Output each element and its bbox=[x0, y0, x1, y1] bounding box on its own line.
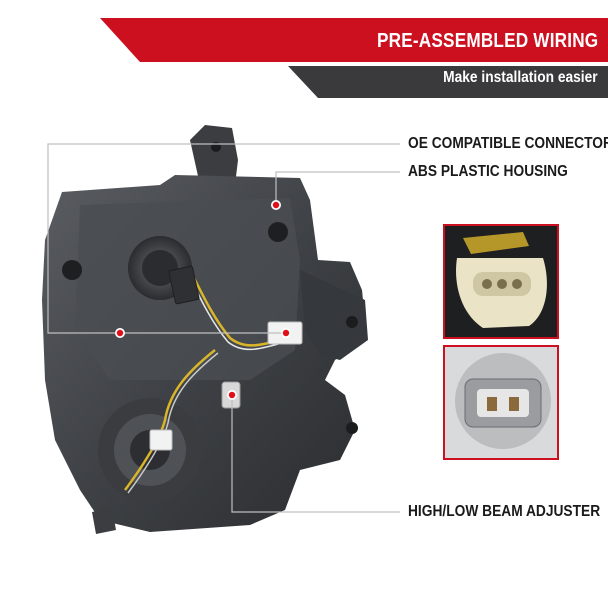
beam-adjuster bbox=[221, 381, 241, 409]
banner-subtitle: Make installation easier bbox=[443, 69, 598, 86]
connector-closeup-bottom-image bbox=[443, 345, 559, 460]
callout-oe-compatible-connectors: OE COMPATIBLE CONNECTORS bbox=[408, 135, 608, 152]
dark-banner-stripe bbox=[288, 66, 608, 98]
red-banner-stripe bbox=[100, 18, 608, 62]
connector-closeup-top-image bbox=[443, 224, 559, 339]
banner-title: PRE-ASSEMBLED WIRING bbox=[376, 30, 598, 52]
callout-abs-plastic-housing: ABS PLASTIC HOUSING bbox=[408, 163, 568, 180]
callout-high-low-beam-adjuster: HIGH/LOW BEAM ADJUSTER bbox=[408, 503, 601, 520]
harness-connector-plug bbox=[267, 321, 303, 345]
header-banner bbox=[100, 18, 608, 98]
